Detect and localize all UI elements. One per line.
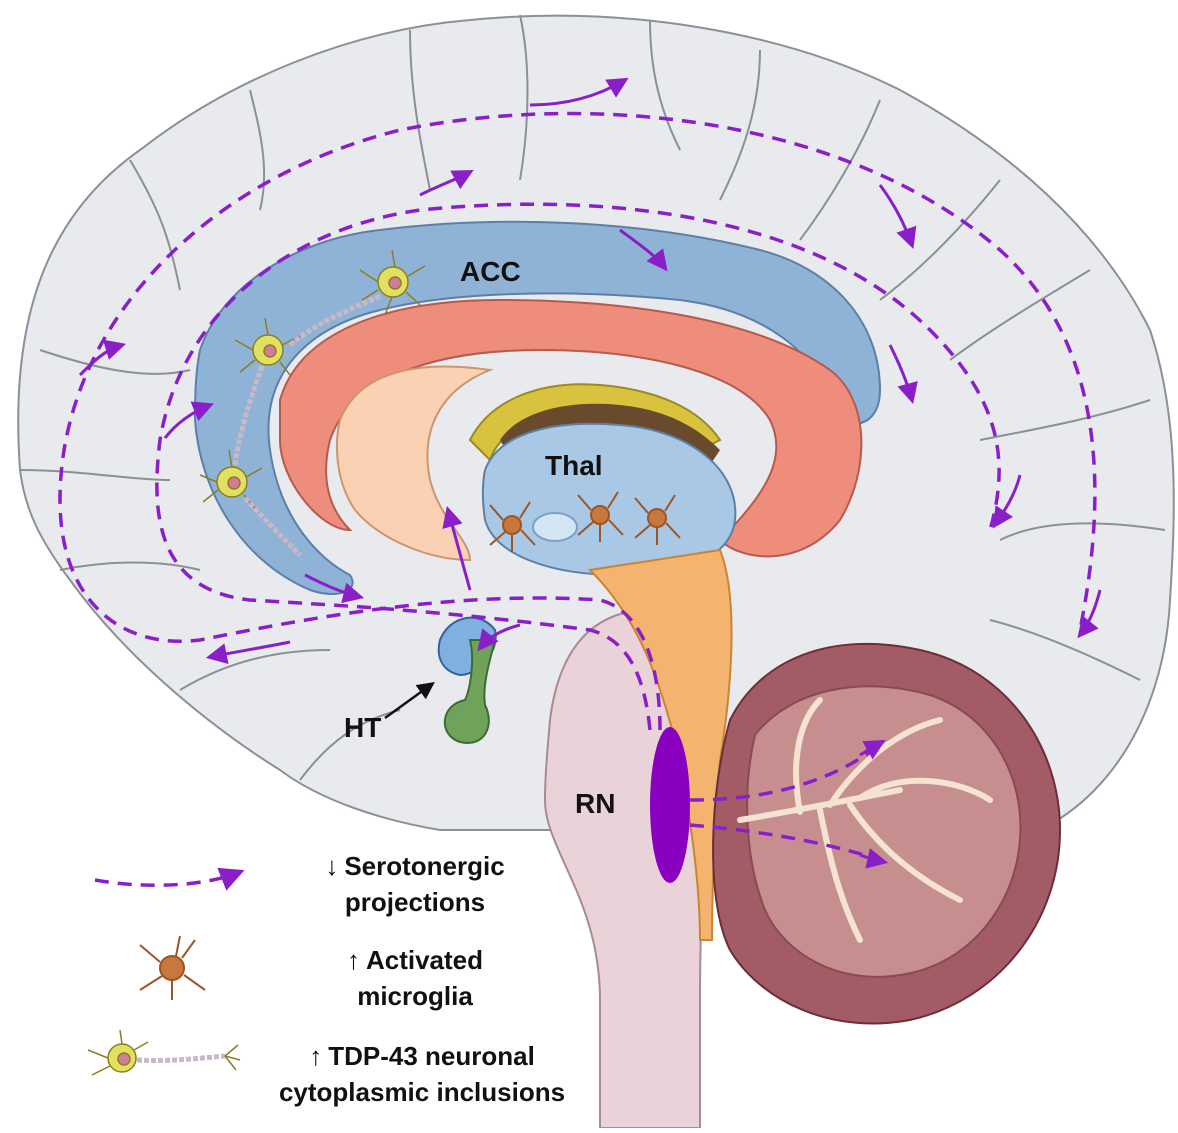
legend-microglia-icon — [140, 936, 205, 1000]
raphe-nuclei — [650, 727, 690, 883]
legend-serotonergic-line2: projections — [300, 884, 530, 920]
legend-microglia-line1: Activated — [366, 945, 483, 975]
legend-tdp43-line1: TDP-43 neuronal — [328, 1041, 535, 1071]
legend-serotonergic: ↓Serotonergic projections — [300, 848, 530, 920]
cerebellum-inner — [747, 686, 1020, 977]
ht-label: HT — [344, 712, 381, 744]
legend-microglia-line2: microglia — [300, 978, 530, 1014]
interthalamic-adhesion — [533, 513, 577, 541]
legend-serotonergic-line1: Serotonergic — [344, 851, 504, 881]
up-arrow-icon: ↑ — [309, 1038, 322, 1074]
legend-tdp43: ↑TDP-43 neuronal cytoplasmic inclusions — [262, 1038, 582, 1110]
thal-label: Thal — [545, 450, 603, 482]
rn-label: RN — [575, 788, 615, 820]
legend-neuron-icon — [88, 1030, 240, 1075]
down-arrow-icon: ↓ — [325, 848, 338, 884]
legend-projection-icon — [95, 872, 240, 885]
up-arrow-icon: ↑ — [347, 942, 360, 978]
legend-microglia: ↑Activated microglia — [300, 942, 530, 1014]
legend-tdp43-line2: cytoplasmic inclusions — [262, 1074, 582, 1110]
acc-label: ACC — [460, 256, 521, 288]
